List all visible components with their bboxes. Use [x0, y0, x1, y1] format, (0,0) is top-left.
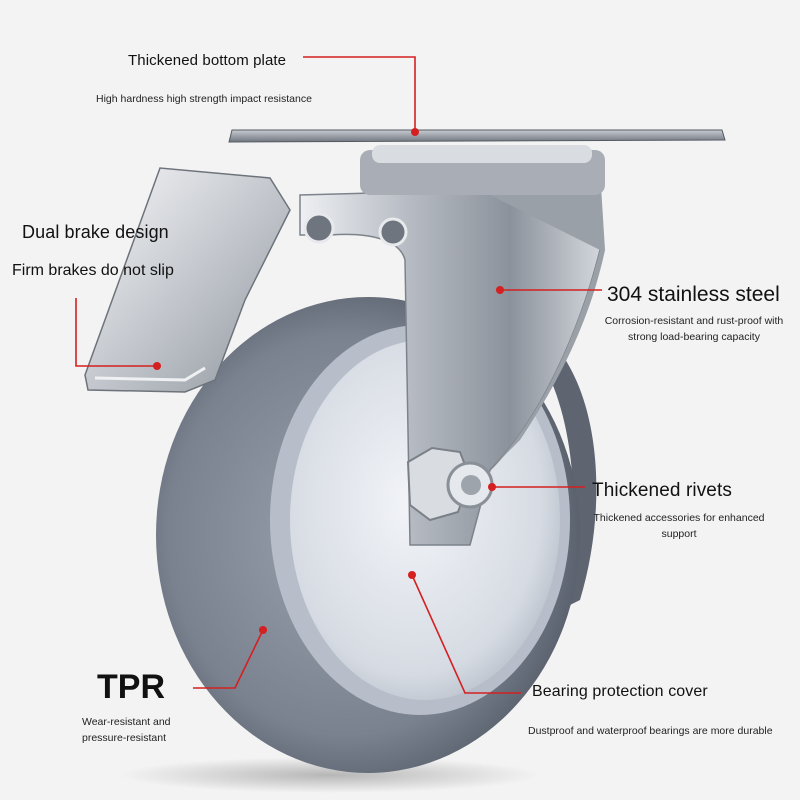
callout-line-bottom-plate: [303, 56, 416, 132]
callout-dot-bottom-plate: [411, 128, 419, 136]
bottom-plate-title: Thickened bottom plate: [128, 52, 287, 69]
brake-pedal: [84, 167, 291, 393]
bottom-plate: [228, 129, 726, 143]
brake-pedal-ridge: [94, 366, 206, 382]
cover-desc: Dustproof and waterproof bearings are mo…: [528, 725, 773, 737]
callout-dot-cover: [408, 571, 416, 579]
brake-desc: Firm brakes do not slip: [12, 262, 174, 279]
tpr-title: TPR: [97, 668, 165, 706]
fork-rivet-2: [378, 217, 408, 247]
rivets-desc-line1: Thickened accessories for enhanced: [593, 512, 765, 524]
callout-dot-tpr: [259, 626, 267, 634]
axle-bolt-center: [461, 475, 481, 495]
steel-desc-line1: Corrosion-resistant and rust-proof with: [604, 315, 784, 327]
floor-shadow: [120, 757, 540, 793]
swivel-ring: [372, 145, 592, 163]
steel-fork-back: [480, 170, 605, 470]
tpr-desc-line2: pressure-resistant: [82, 732, 167, 744]
brake-title: Dual brake design: [22, 222, 169, 242]
bottom-plate-desc: High hardness high strength impact resis…: [96, 93, 312, 105]
callout-line-tpr: [193, 629, 264, 689]
callout-lines: [75, 56, 602, 694]
tpr-desc-line1: Wear-resistant and: [82, 716, 171, 728]
tpr-desc: Wear-resistant and pressure-resistant: [82, 714, 171, 746]
callout-dots: [153, 128, 504, 634]
callout-line-cover: [411, 574, 521, 694]
rivets-title: Thickened rivets: [592, 480, 732, 501]
callout-line-brake: [75, 298, 157, 367]
fork-rivet-1: [303, 212, 335, 244]
cover-title: Bearing protection cover: [532, 683, 708, 700]
callout-dot-steel: [496, 286, 504, 294]
callout-dot-rivets: [488, 483, 496, 491]
rivets-desc: Thickened accessories for enhanced suppo…: [590, 510, 768, 542]
steel-desc-line2: strong load-bearing capacity: [628, 331, 760, 343]
callout-dot-brake: [153, 362, 161, 370]
steel-title: 304 stainless steel: [607, 283, 780, 306]
steel-desc: Corrosion-resistant and rust-proof with …: [604, 313, 784, 345]
rivets-desc-line2: support: [661, 528, 697, 540]
